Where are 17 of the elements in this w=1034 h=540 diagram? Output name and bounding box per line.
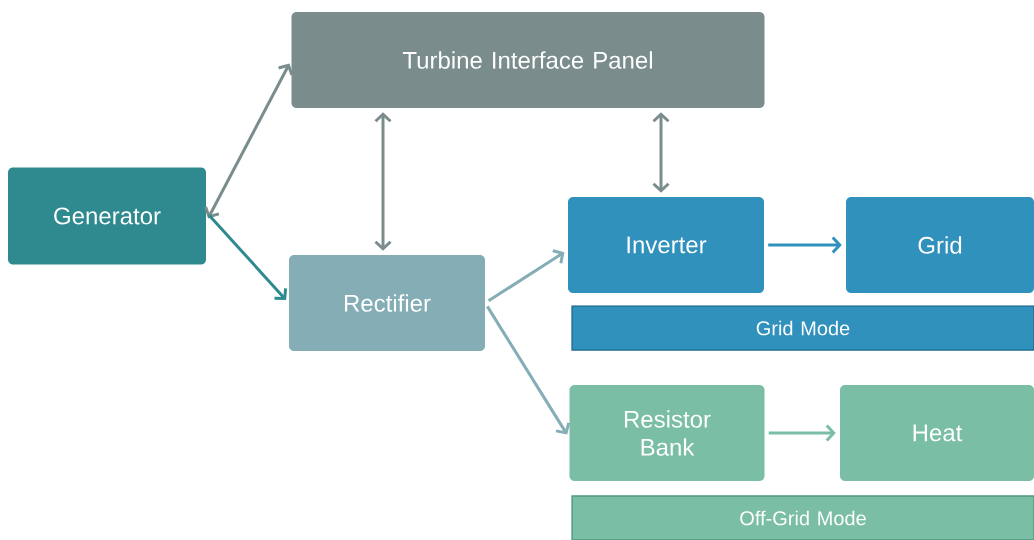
- mode-bar: Grid Mode: [571, 305, 1034, 351]
- process-box: Rectifier: [289, 255, 485, 351]
- mode-bar: Off-Grid Mode: [571, 495, 1034, 540]
- arrow: [652, 112, 670, 193]
- arrow: [207, 213, 288, 301]
- output-box: Grid: [846, 197, 1034, 293]
- output-box: Heat: [840, 385, 1034, 481]
- arrow: [768, 236, 842, 254]
- process-box: Resistor Bank: [569, 385, 765, 481]
- process-box: Inverter: [568, 197, 764, 293]
- panel-box: Turbine Interface Panel: [291, 12, 765, 108]
- arrow: [204, 63, 294, 219]
- arrow: [486, 305, 571, 435]
- process-box: Generator: [8, 167, 206, 265]
- arrow: [374, 112, 392, 251]
- arrow: [487, 249, 565, 303]
- arrow: [768, 424, 836, 442]
